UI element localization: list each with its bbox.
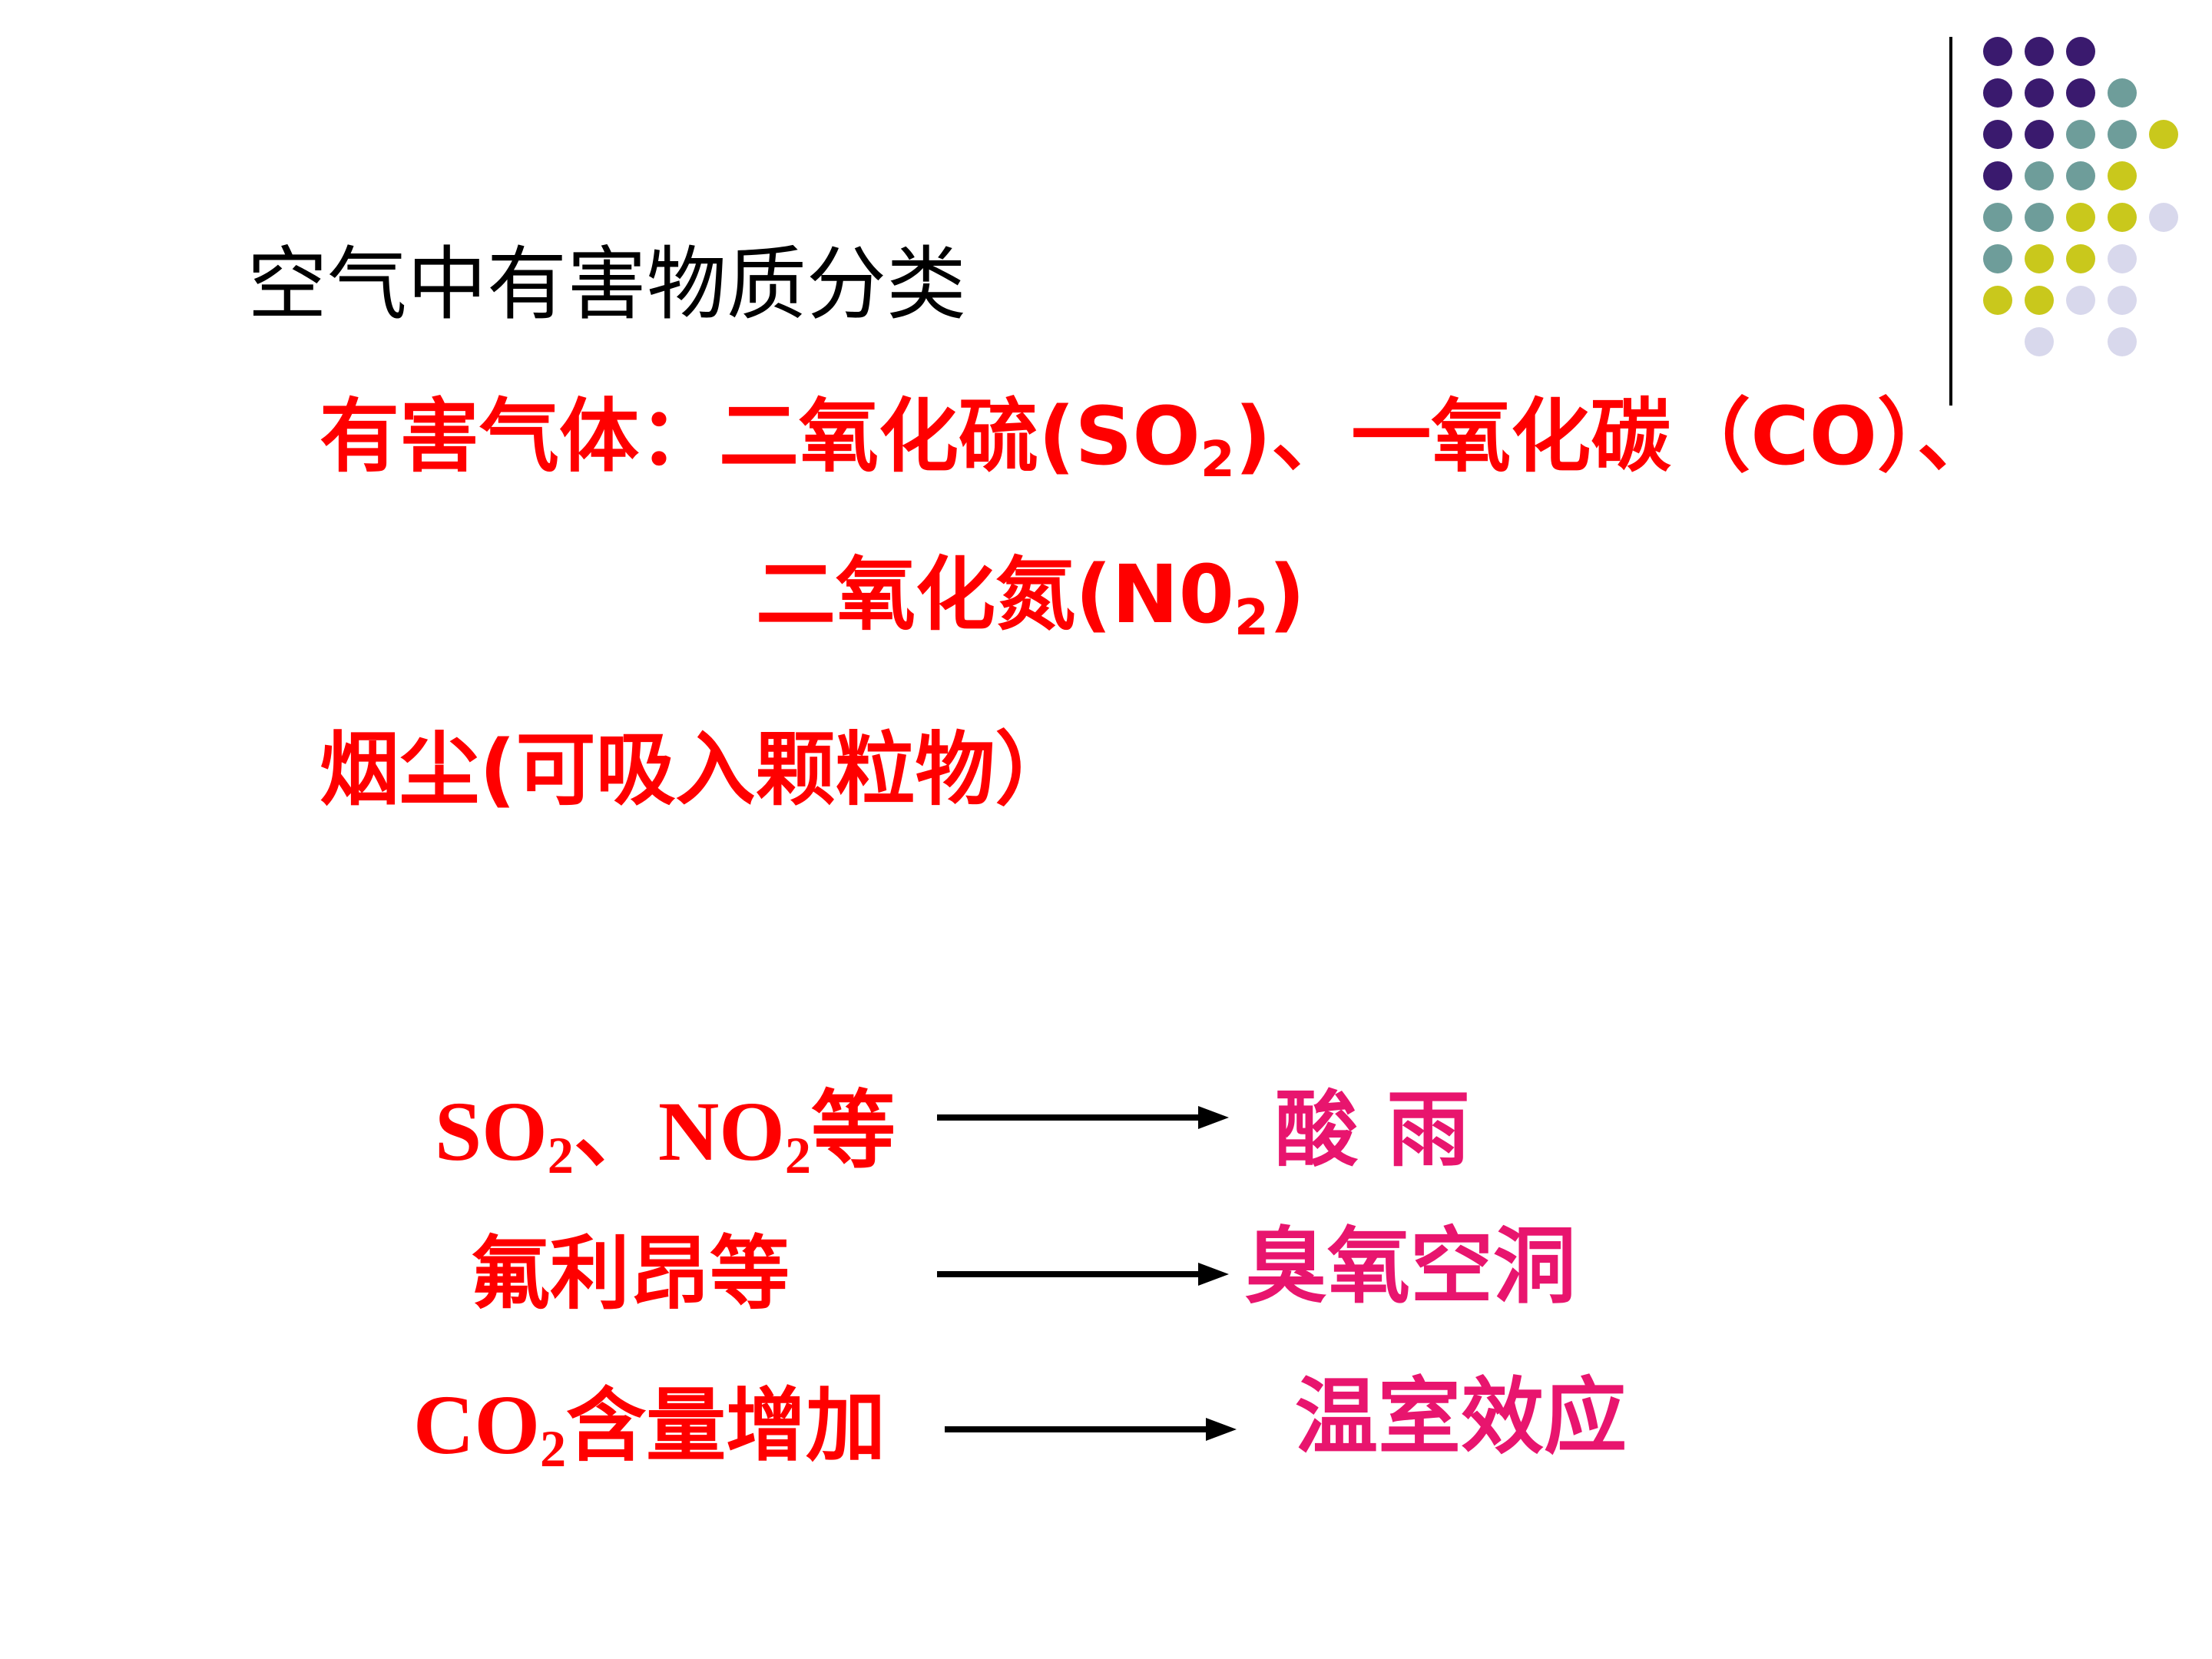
gases-middle: )、一氧化碳（CO）、 xyxy=(1234,389,1997,483)
arrow-icon xyxy=(937,1106,1229,1129)
decorative-dot xyxy=(2025,37,2054,66)
harmful-gases-line-1: 有害气体：二氧化硫(SO2)、一氧化碳（CO）、 xyxy=(320,396,1997,485)
decorative-dot xyxy=(1983,37,2012,66)
cause-text: CO xyxy=(413,1378,540,1472)
decorative-dot xyxy=(2066,244,2095,273)
decorative-dot xyxy=(2066,203,2095,232)
subscript: 2 xyxy=(540,1419,567,1479)
decorative-dot xyxy=(2108,120,2137,149)
decorative-dot xyxy=(1983,161,2012,190)
decorative-dot xyxy=(2108,78,2137,108)
subscript: 2 xyxy=(784,1126,811,1185)
effect-acid-rain: 酸 雨 xyxy=(1275,1082,1470,1178)
decorative-dot xyxy=(1983,286,2012,315)
decorative-dot xyxy=(1983,203,2012,232)
decorative-dot xyxy=(2108,327,2137,356)
harmful-gases-line-2: 二氧化氮(N02) xyxy=(756,555,1305,643)
decorative-dot xyxy=(1983,120,2012,149)
decorative-dot xyxy=(2108,286,2137,315)
decorative-dot xyxy=(1983,244,2012,273)
decorative-dot xyxy=(2025,161,2054,190)
no2-suffix: ) xyxy=(1268,548,1306,641)
gases-prefix: 有害气体：二氧化硫(SO xyxy=(320,389,1200,483)
decorative-dot xyxy=(2108,161,2137,190)
cause-text: 等 xyxy=(810,1084,896,1178)
cause-text: 含量增加 xyxy=(566,1379,886,1472)
decorative-dot xyxy=(2066,78,2095,108)
slide-title: 空气中有害物质分类 xyxy=(247,237,967,331)
decorative-dot xyxy=(2025,120,2054,149)
decorative-dot xyxy=(2066,120,2095,149)
decorative-dot xyxy=(2025,327,2054,356)
arrow-icon xyxy=(937,1263,1229,1286)
divider-line xyxy=(1949,37,1952,406)
subscript: 2 xyxy=(547,1126,574,1185)
decorative-dot xyxy=(2025,244,2054,273)
decorative-dot xyxy=(2066,286,2095,315)
cause-ozone-hole: 氟利昂等 xyxy=(470,1227,790,1320)
effect-greenhouse: 温室效应 xyxy=(1295,1369,1628,1465)
decorative-dot xyxy=(2149,203,2178,232)
arrow-icon xyxy=(945,1418,1237,1441)
no2-prefix: 二氧化氮(N0 xyxy=(756,548,1234,641)
decorative-dot xyxy=(2108,244,2137,273)
cause-acid-rain: SO2、NO2等 xyxy=(435,1089,896,1181)
decorative-dot xyxy=(2108,203,2137,232)
decorative-dot xyxy=(2025,78,2054,108)
decorative-dot xyxy=(2025,286,2054,315)
particulates-line: 烟尘(可吸入颗粒物） xyxy=(320,723,1075,816)
effect-ozone-hole: 臭氧空洞 xyxy=(1244,1219,1577,1315)
decorative-dot xyxy=(1983,78,2012,108)
decorative-dot xyxy=(2066,37,2095,66)
cause-greenhouse: CO2含量增加 xyxy=(413,1382,886,1475)
decorative-dot xyxy=(2066,161,2095,190)
no2-subscript: 2 xyxy=(1233,589,1269,647)
cause-text: SO xyxy=(435,1084,548,1178)
decorative-dot xyxy=(2025,203,2054,232)
so2-subscript: 2 xyxy=(1200,431,1235,489)
cause-text: 、NO xyxy=(573,1084,785,1178)
decorative-dot xyxy=(2149,120,2178,149)
